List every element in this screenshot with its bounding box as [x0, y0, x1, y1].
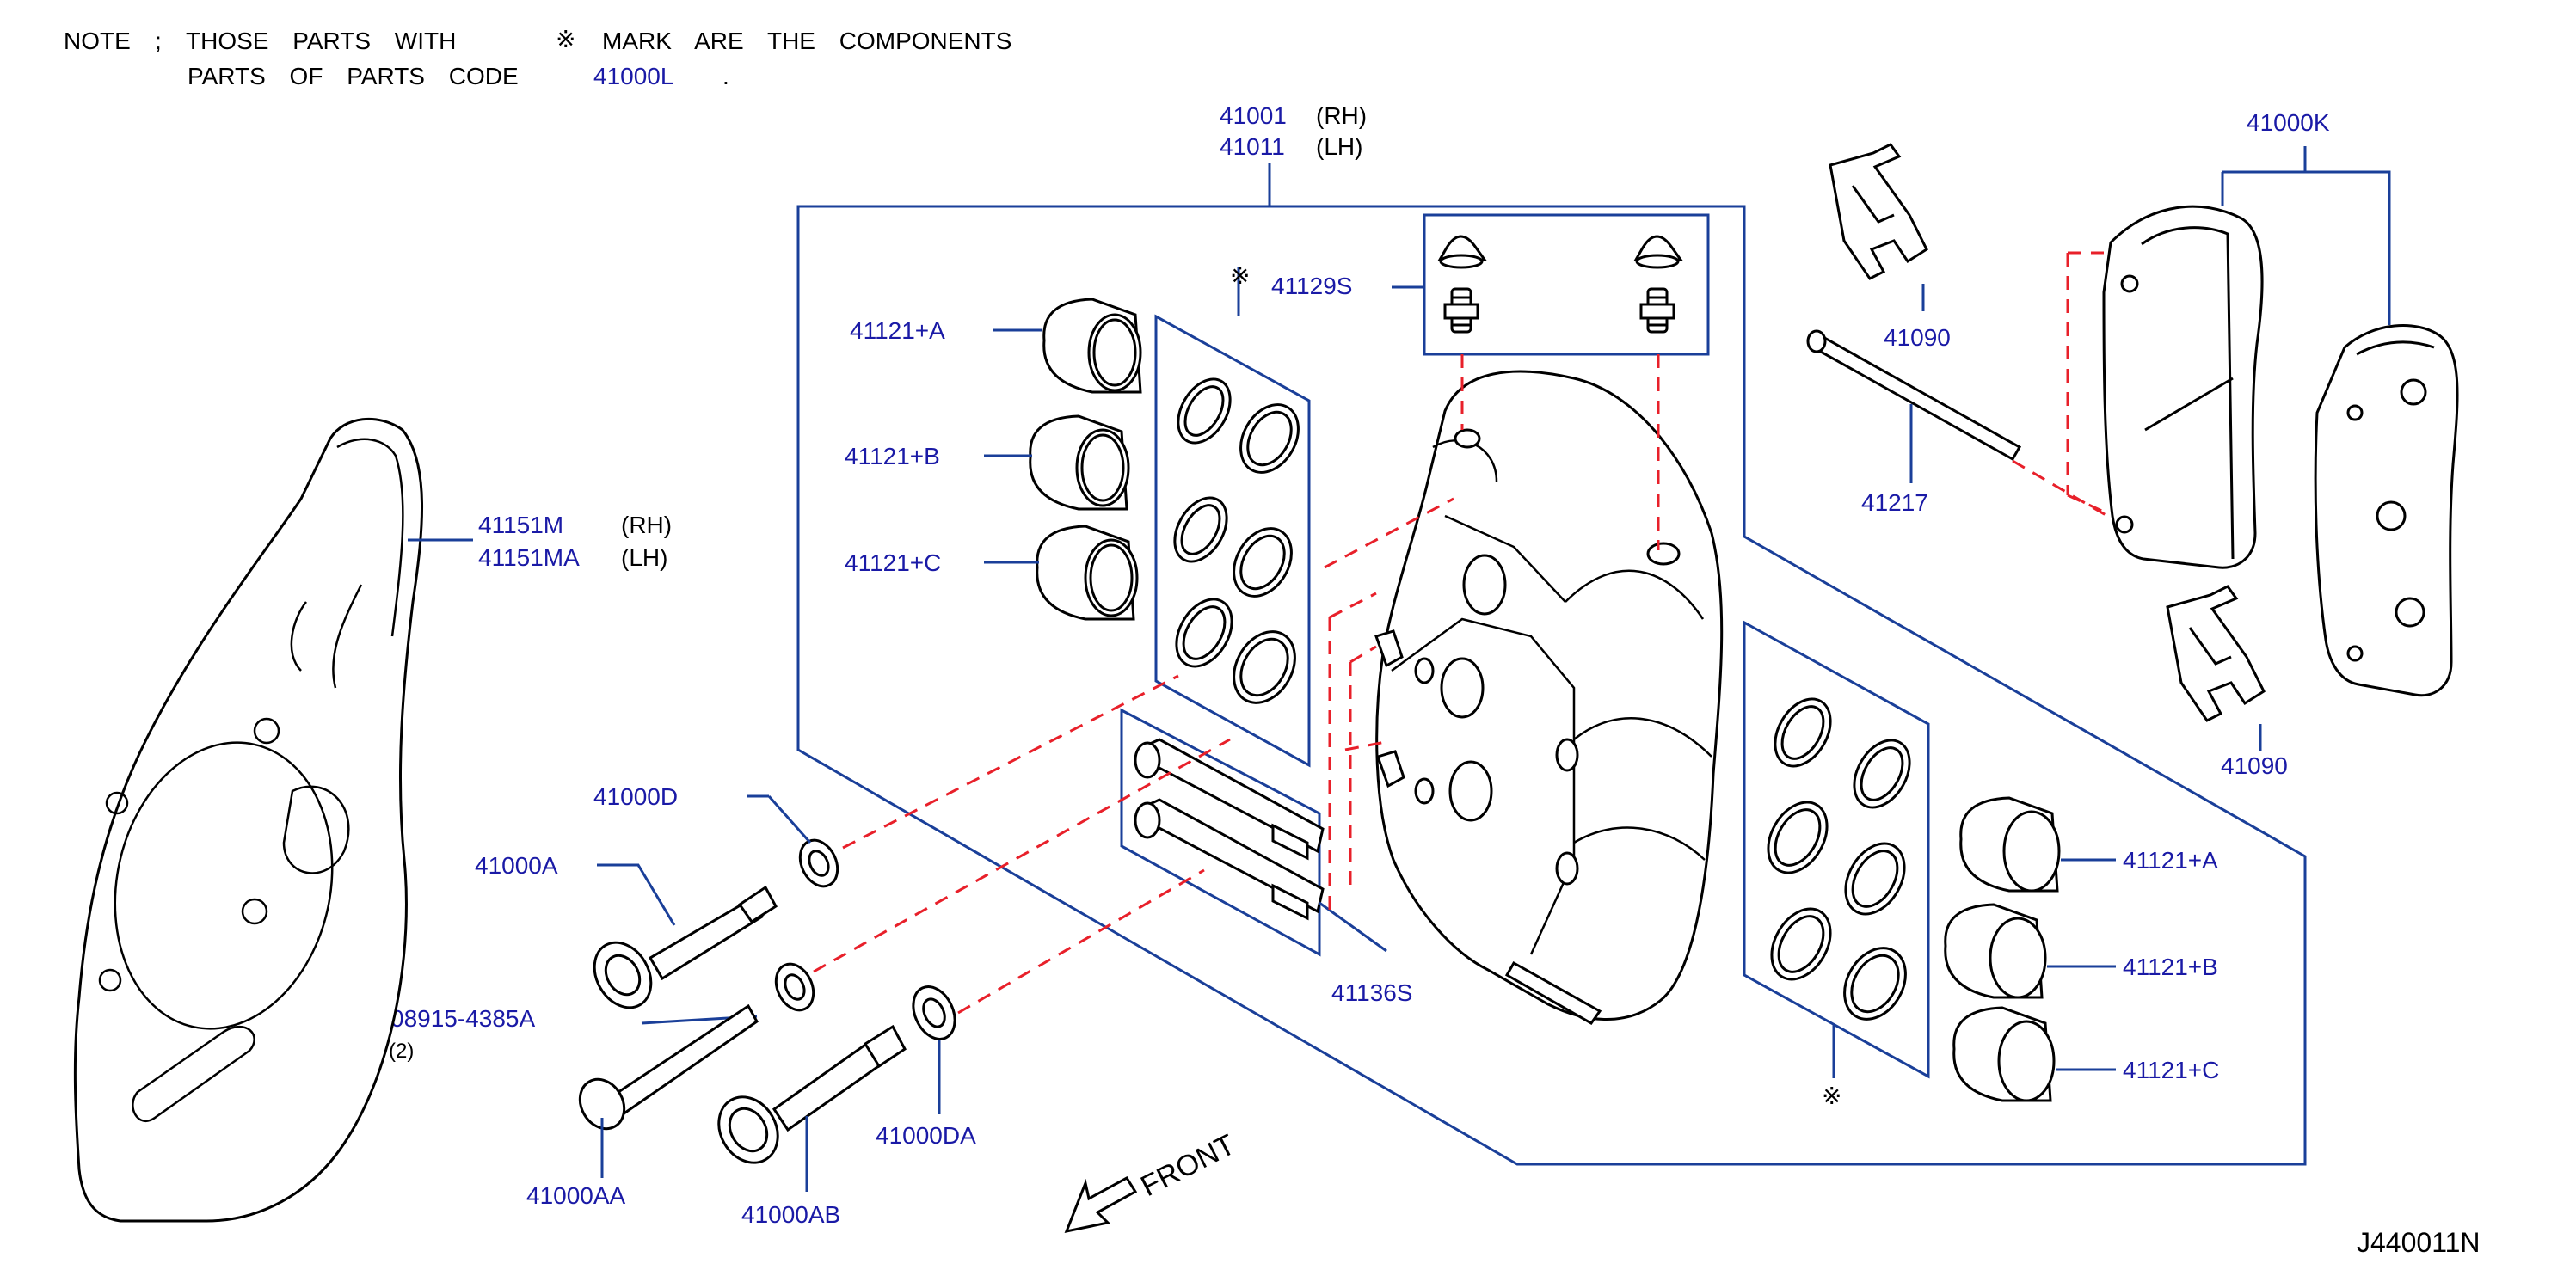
front-direction-arrow: FRONT — [1064, 1128, 1240, 1234]
pad-clip-bottom — [2166, 585, 2266, 722]
note-header: NOTE ; THOSE PARTS WITH ※ MARK ARE THE C… — [64, 26, 1011, 89]
brake-pad-kit — [2102, 146, 2459, 697]
brake-dust-shield — [73, 417, 473, 1223]
note-end: . — [722, 63, 729, 89]
piston-b-left-label: 41121+B — [845, 443, 940, 469]
bleeder-label: 41129S — [1271, 273, 1352, 299]
note-separator: ; — [155, 28, 162, 54]
washer-d — [798, 838, 839, 888]
pad-clip-top — [1829, 143, 1928, 280]
bolt-a — [593, 885, 778, 1009]
bolt-ab-label: 41000AB — [741, 1201, 840, 1228]
brake-pad-outer — [2314, 323, 2459, 697]
pin-label: 41217 — [1861, 489, 1928, 516]
bleeder-screw-right — [1639, 287, 1675, 334]
washer-w-quantity: (2) — [389, 1040, 414, 1063]
seal-kit-right — [1743, 620, 1930, 1079]
note-mark-symbol: ※ — [556, 26, 575, 52]
caliper-side-rh: (RH) — [1316, 102, 1367, 129]
pad-clip-bottom-label: 41090 — [2221, 752, 2288, 779]
bolt-aa — [578, 1003, 759, 1131]
brake-pad-inner — [2102, 205, 2264, 569]
washer-w-label: 08915-4385A — [390, 1005, 535, 1032]
piston-c-right-label: 41121+C — [2123, 1057, 2219, 1083]
piston-b-left — [1029, 414, 1130, 511]
piston-c-right — [1952, 1006, 2056, 1102]
bleeder-cap-right — [1633, 235, 1683, 269]
seal-kit-left — [1154, 267, 1311, 768]
piston-b-right-label: 41121+B — [2123, 954, 2218, 980]
note-text-3: PARTS OF PARTS CODE — [188, 63, 519, 89]
shield-side-lh: (LH) — [621, 544, 667, 571]
mark-symbol-right: ※ — [1822, 1083, 1841, 1109]
piston-c-left-label: 41121+C — [845, 549, 941, 576]
shield-code-rh: 41151M — [478, 512, 563, 538]
washer-da-upper — [774, 962, 815, 1012]
note-text-2: MARK ARE THE COMPONENTS — [602, 28, 1011, 54]
bolt-aa-label: 41000AA — [526, 1182, 626, 1209]
piston-a-left-label: 41121+A — [850, 317, 945, 344]
caliper-code-lh: 41011 — [1220, 133, 1285, 160]
note-text-1: THOSE PARTS WITH — [186, 28, 456, 54]
note-parts-code: 41000L — [593, 63, 673, 89]
slide-pin-bolt-kit — [1120, 708, 1387, 957]
piston-a-right-label: 41121+A — [2123, 847, 2218, 874]
shield-code-lh: 41151MA — [478, 544, 580, 571]
piston-a-right — [1959, 796, 2061, 893]
caliper-code-rh: 41001 — [1220, 102, 1287, 129]
front-label: FRONT — [1135, 1128, 1240, 1203]
pad-clip-top-label: 41090 — [1884, 324, 1951, 351]
bleeder-cap-left — [1437, 235, 1487, 269]
bolt-ab — [717, 1024, 907, 1164]
piston-c-left — [1036, 525, 1139, 621]
bleeder-screw-left — [1443, 287, 1479, 334]
washer-da-label: 41000DA — [876, 1122, 976, 1149]
washer-da — [912, 985, 956, 1040]
pad-kit-label: 41000K — [2247, 109, 2330, 136]
shield-side-rh: (RH) — [621, 512, 672, 538]
caliper-assembly-frame — [796, 163, 2307, 1166]
bleeder-screw-kit — [1392, 213, 1710, 356]
note-prefix: NOTE — [64, 28, 131, 54]
alignment-lines — [813, 251, 2108, 1015]
diagram-id: J440011N — [2357, 1227, 2481, 1258]
brake-caliper-body — [1374, 370, 1724, 1025]
pad-retaining-pin — [1806, 329, 2022, 462]
piston-b-right — [1944, 903, 2047, 999]
bolt-kit-label: 41136S — [1331, 979, 1412, 1006]
piston-a-left — [1042, 298, 1142, 394]
bolt-a-label: 41000A — [475, 852, 558, 879]
mark-symbol-left: ※ — [1230, 262, 1250, 289]
washer-d-label: 41000D — [593, 783, 678, 810]
caliper-side-lh: (LH) — [1316, 133, 1362, 160]
